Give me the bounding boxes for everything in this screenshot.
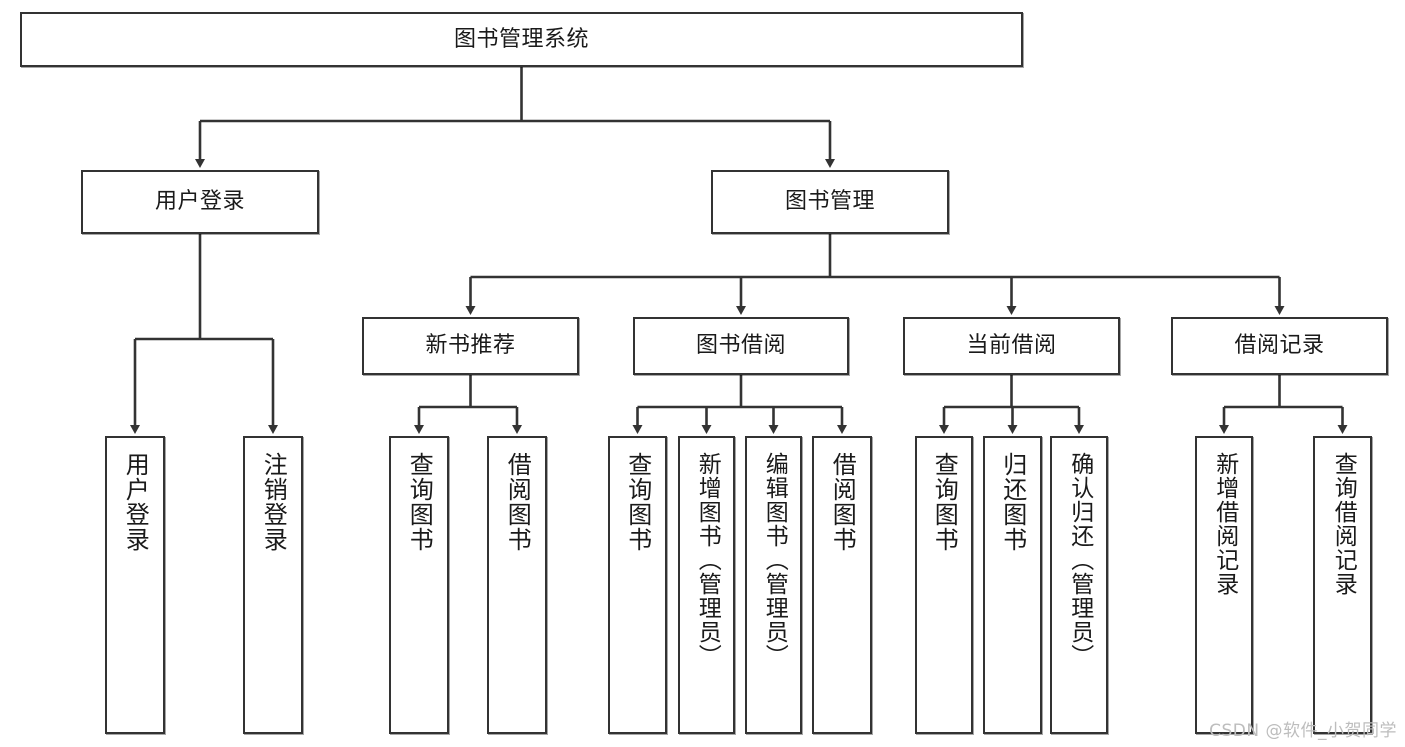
node-root: 图书管理系统 xyxy=(20,12,1023,67)
node-label: 借阅图书 xyxy=(503,452,532,552)
node-label: 当前借阅 xyxy=(966,333,1057,359)
watermark: CSDN @软件_小贺同学 xyxy=(1209,721,1397,741)
node-leaf-4: 借阅图书 xyxy=(487,436,547,734)
node-newbook: 新书推荐 xyxy=(362,317,579,375)
node-current: 当前借阅 xyxy=(903,317,1120,375)
node-bookmgr: 图书管理 xyxy=(711,170,949,234)
node-label: 图书管理 xyxy=(784,189,875,215)
node-label: 借阅图书 xyxy=(828,452,857,552)
node-label: 注销登录 xyxy=(259,452,288,552)
node-leaf-12: 新增借阅记录 xyxy=(1195,436,1253,734)
node-label: 用户登录 xyxy=(121,452,150,552)
node-leaf-6: 新增图书（管理员） xyxy=(678,436,735,734)
node-label: 查询借阅记录 xyxy=(1330,452,1357,596)
node-label: 归还图书 xyxy=(998,452,1027,552)
node-leaf-7: 编辑图书（管理员） xyxy=(745,436,802,734)
node-label: 查询图书 xyxy=(405,452,434,552)
node-leaf-8: 借阅图书 xyxy=(812,436,872,734)
node-label: 确认归还（管理员） xyxy=(1066,452,1093,668)
node-label: 借阅记录 xyxy=(1234,333,1325,359)
node-label: 查询图书 xyxy=(623,452,652,552)
node-label: 用户登录 xyxy=(154,189,245,215)
node-leaf-13: 查询借阅记录 xyxy=(1313,436,1372,734)
node-label: 图书管理系统 xyxy=(453,26,589,52)
node-login: 用户登录 xyxy=(81,170,319,234)
node-leaf-3: 查询图书 xyxy=(389,436,449,734)
node-leaf-1: 用户登录 xyxy=(105,436,165,734)
node-label: 新书推荐 xyxy=(425,333,516,359)
node-label: 新增图书（管理员） xyxy=(694,452,721,668)
node-leaf-10: 归还图书 xyxy=(983,436,1042,734)
node-label: 图书借阅 xyxy=(695,333,786,359)
node-label: 编辑图书（管理员） xyxy=(761,452,788,668)
node-leaf-2: 注销登录 xyxy=(243,436,303,734)
node-label: 查询图书 xyxy=(930,452,959,552)
node-borrow: 图书借阅 xyxy=(633,317,849,375)
node-leaf-9: 查询图书 xyxy=(915,436,973,734)
node-leaf-11: 确认归还（管理员） xyxy=(1050,436,1108,734)
node-records: 借阅记录 xyxy=(1171,317,1388,375)
node-leaf-5: 查询图书 xyxy=(608,436,667,734)
node-label: 新增借阅记录 xyxy=(1211,452,1238,596)
